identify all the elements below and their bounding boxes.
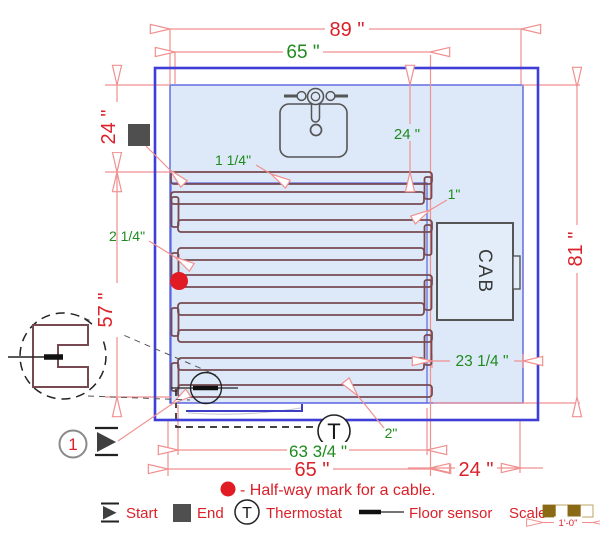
heating-cable	[170, 171, 433, 398]
dim-cab-side-gap: 23 1/4 "	[456, 353, 509, 370]
end-icon	[173, 504, 191, 522]
dim-right-room-height: 81 "	[565, 232, 587, 267]
callout-1: 1	[58, 429, 88, 459]
dim-bottom-right-offset: 24 "	[459, 459, 494, 481]
cold-lead-wire	[186, 404, 303, 412]
leader-lines	[117, 145, 448, 442]
legend-thermostat-symbol: T	[242, 505, 252, 522]
dimension-texts: 89 " 65 " 24 " 57 " 81 " 24 " 23 1/4 " 6…	[94, 19, 589, 481]
cable-annotations: 1 1/4" 1" 2 1/4" 2"	[109, 152, 460, 441]
cable-uturn-right	[423, 176, 433, 200]
end-marker-plan	[128, 124, 150, 146]
legend: - Half-way mark for a cable. Start End T…	[101, 481, 600, 529]
legend-floor-sensor-label: Floor sensor	[409, 505, 492, 522]
ann-run-spacing: 2 1/4"	[109, 228, 145, 244]
dim-sink-zone-height: 24 "	[394, 126, 420, 143]
legend-scale-label: Scale	[509, 505, 547, 522]
dim-bottom-cable: 63 3/4 "	[289, 442, 347, 461]
cable-mat-boundary	[170, 182, 428, 404]
faucet-handle-right-icon	[325, 90, 336, 102]
detail-cable-uturn	[32, 324, 89, 388]
legend-halfway-note: - Half-way mark for a cable.	[240, 482, 436, 499]
halfway-dot-icon	[220, 481, 236, 497]
scale-value: 1'-0"	[559, 518, 578, 529]
thermostat-letter: T	[327, 419, 340, 444]
cable-uturn-left	[170, 307, 180, 337]
sensor-wire-curve	[187, 407, 302, 415]
cable-uturn-right	[423, 224, 433, 256]
scale-bar	[542, 504, 594, 518]
cable-uturn-right	[423, 279, 433, 311]
cable-uturn-left	[170, 196, 180, 228]
legend-start-label: Start	[126, 505, 159, 522]
faucet-handle-left-icon	[296, 90, 307, 102]
floor-sensor-plan	[171, 371, 238, 405]
ann-turn-gap: 1"	[448, 186, 461, 202]
halfway-mark-dot	[170, 272, 188, 290]
dim-top-total: 89 "	[330, 19, 365, 41]
dim-left-mat-height: 57 "	[95, 293, 117, 328]
start-triangle-icon	[97, 432, 116, 452]
legend-thermostat-label: Thermostat	[266, 505, 343, 522]
legend-end-label: End	[197, 505, 224, 522]
ann-last-run-gap: 2"	[385, 425, 398, 441]
start-icon	[101, 502, 119, 523]
drain-icon	[309, 123, 323, 137]
cabinet-label: CAB	[474, 249, 495, 294]
ann-first-run-gap: 1 1/4"	[215, 152, 251, 168]
sink	[279, 87, 348, 158]
faucet-icon	[306, 87, 325, 106]
callout-1-number: 1	[68, 435, 77, 454]
dim-bottom-mat: 65 "	[295, 459, 330, 481]
dim-left-top-offset: 24 "	[98, 110, 120, 145]
thermostat-legend-icon	[234, 499, 260, 525]
cabinet-handle-icon	[512, 255, 521, 290]
start-marker-plan	[95, 426, 118, 457]
cabinet: CAB	[436, 222, 521, 321]
dim-top-mat: 65 "	[286, 42, 319, 63]
